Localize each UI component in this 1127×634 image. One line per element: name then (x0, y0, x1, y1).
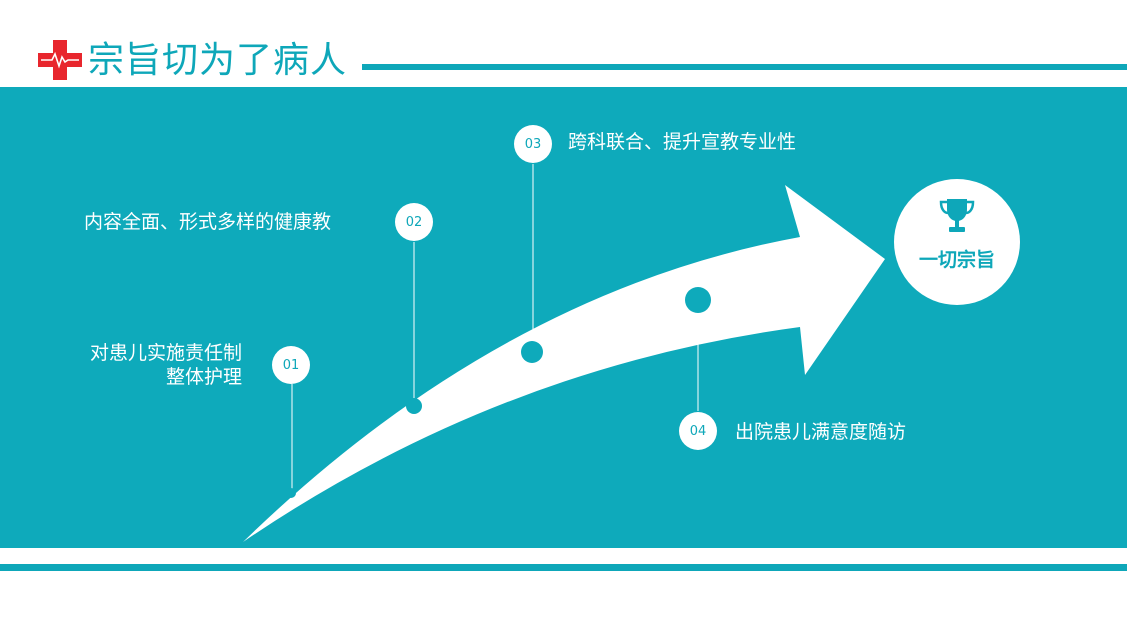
milestone-dot-01 (286, 488, 296, 498)
step-badge-01: 01 (272, 346, 310, 384)
title-divider (362, 64, 1127, 70)
goal-circle: 一切宗旨 (894, 179, 1020, 305)
step-label-01: 对患儿实施责任制 整体护理 (90, 341, 242, 389)
bottom-divider (0, 564, 1127, 571)
step-label-02: 内容全面、形式多样的健康教 (84, 211, 332, 233)
step-badge-04: 04 (679, 412, 717, 450)
goal-label: 一切宗旨 (918, 249, 995, 271)
milestone-dot-02 (406, 398, 422, 414)
step-label-01-line1: 对患儿实施责任制 (89, 342, 242, 364)
step-label-01-line2: 整体护理 (165, 366, 242, 388)
trophy-icon (939, 199, 975, 232)
step-label-03: 跨科联合、提升宣教专业性 (568, 131, 797, 153)
red-cross-logo-icon (38, 40, 82, 80)
page-title: 宗旨切为了病人 (88, 40, 348, 81)
milestone-dot-04 (685, 287, 711, 313)
step-badge-03: 03 (514, 125, 552, 163)
growth-arrow (243, 164, 885, 542)
arrow-body (243, 185, 885, 542)
step-badge-02: 02 (395, 203, 433, 241)
milestone-dot-03 (521, 341, 543, 363)
step-label-04: 出院患儿满意度随访 (735, 421, 907, 443)
